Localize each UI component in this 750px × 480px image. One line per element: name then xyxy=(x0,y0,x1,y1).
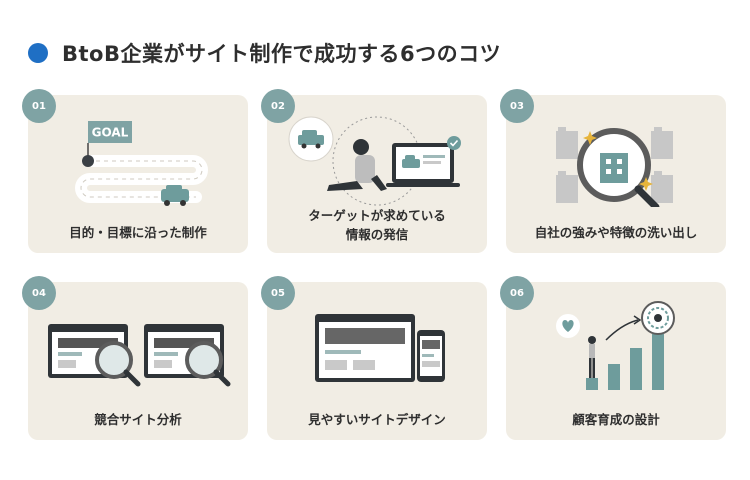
monitor-phone-illustration xyxy=(315,314,445,382)
caption-line: 顧客育成の設計 xyxy=(572,412,660,427)
card-caption: 競合サイト分析 xyxy=(28,410,248,429)
card-caption: 顧客育成の設計 xyxy=(506,410,726,429)
card-number-badge: 04 xyxy=(22,276,56,310)
goal-road-car-illustration: GOAL xyxy=(75,121,208,206)
caption-line: 競合サイト分析 xyxy=(94,412,182,427)
tip-card-01: 01 GOAL 目的・目標に沿った制作 xyxy=(22,89,248,253)
card-number-badge: 02 xyxy=(261,89,295,123)
tip-card-03: 03 自社の強みや特徴の洗い出し xyxy=(500,89,726,253)
card-caption: 目的・目標に沿った制作 xyxy=(28,223,248,242)
card-caption: 自社の強みや特徴の洗い出し xyxy=(506,223,726,242)
card-number-badge: 03 xyxy=(500,89,534,123)
tip-card-04: 04 競合サイト分析 xyxy=(22,276,248,440)
page-header: BtoB企業がサイト制作で成功する6つのコツ xyxy=(28,36,501,70)
card-number-badge: 05 xyxy=(261,276,295,310)
header-bullet-icon xyxy=(28,43,48,63)
caption-line: 見やすいサイトデザイン xyxy=(308,412,446,427)
caption-line: 目的・目標に沿った制作 xyxy=(69,225,207,240)
monitors-magnifiers-illustration xyxy=(48,324,231,387)
card-number-badge: 01 xyxy=(22,89,56,123)
caption-line: 情報の発信 xyxy=(345,227,409,242)
page-title: BtoB企業がサイト制作で成功する6つのコツ xyxy=(62,42,502,66)
tip-card-05: 05 見やすいサイトデザイン xyxy=(261,276,487,440)
magnifier-buildings-illustration xyxy=(556,127,673,207)
card-caption: ターゲットが求めている 情報の発信 xyxy=(267,206,487,244)
caption-line: 自社の強みや特徴の洗い出し xyxy=(534,225,698,240)
card-number-badge: 06 xyxy=(500,276,534,310)
caption-line: ターゲットが求めている xyxy=(308,208,446,223)
growth-bars-target-illustration xyxy=(556,301,675,390)
goal-sign-text: GOAL xyxy=(92,126,129,140)
tip-card-06: 06 顧客育成の設計 xyxy=(500,276,726,440)
person-thinking-laptop-illustration xyxy=(288,116,461,206)
card-caption: 見やすいサイトデザイン xyxy=(267,410,487,429)
tip-card-02: 02 ターゲットが求めている 情報の発信 xyxy=(261,89,487,253)
